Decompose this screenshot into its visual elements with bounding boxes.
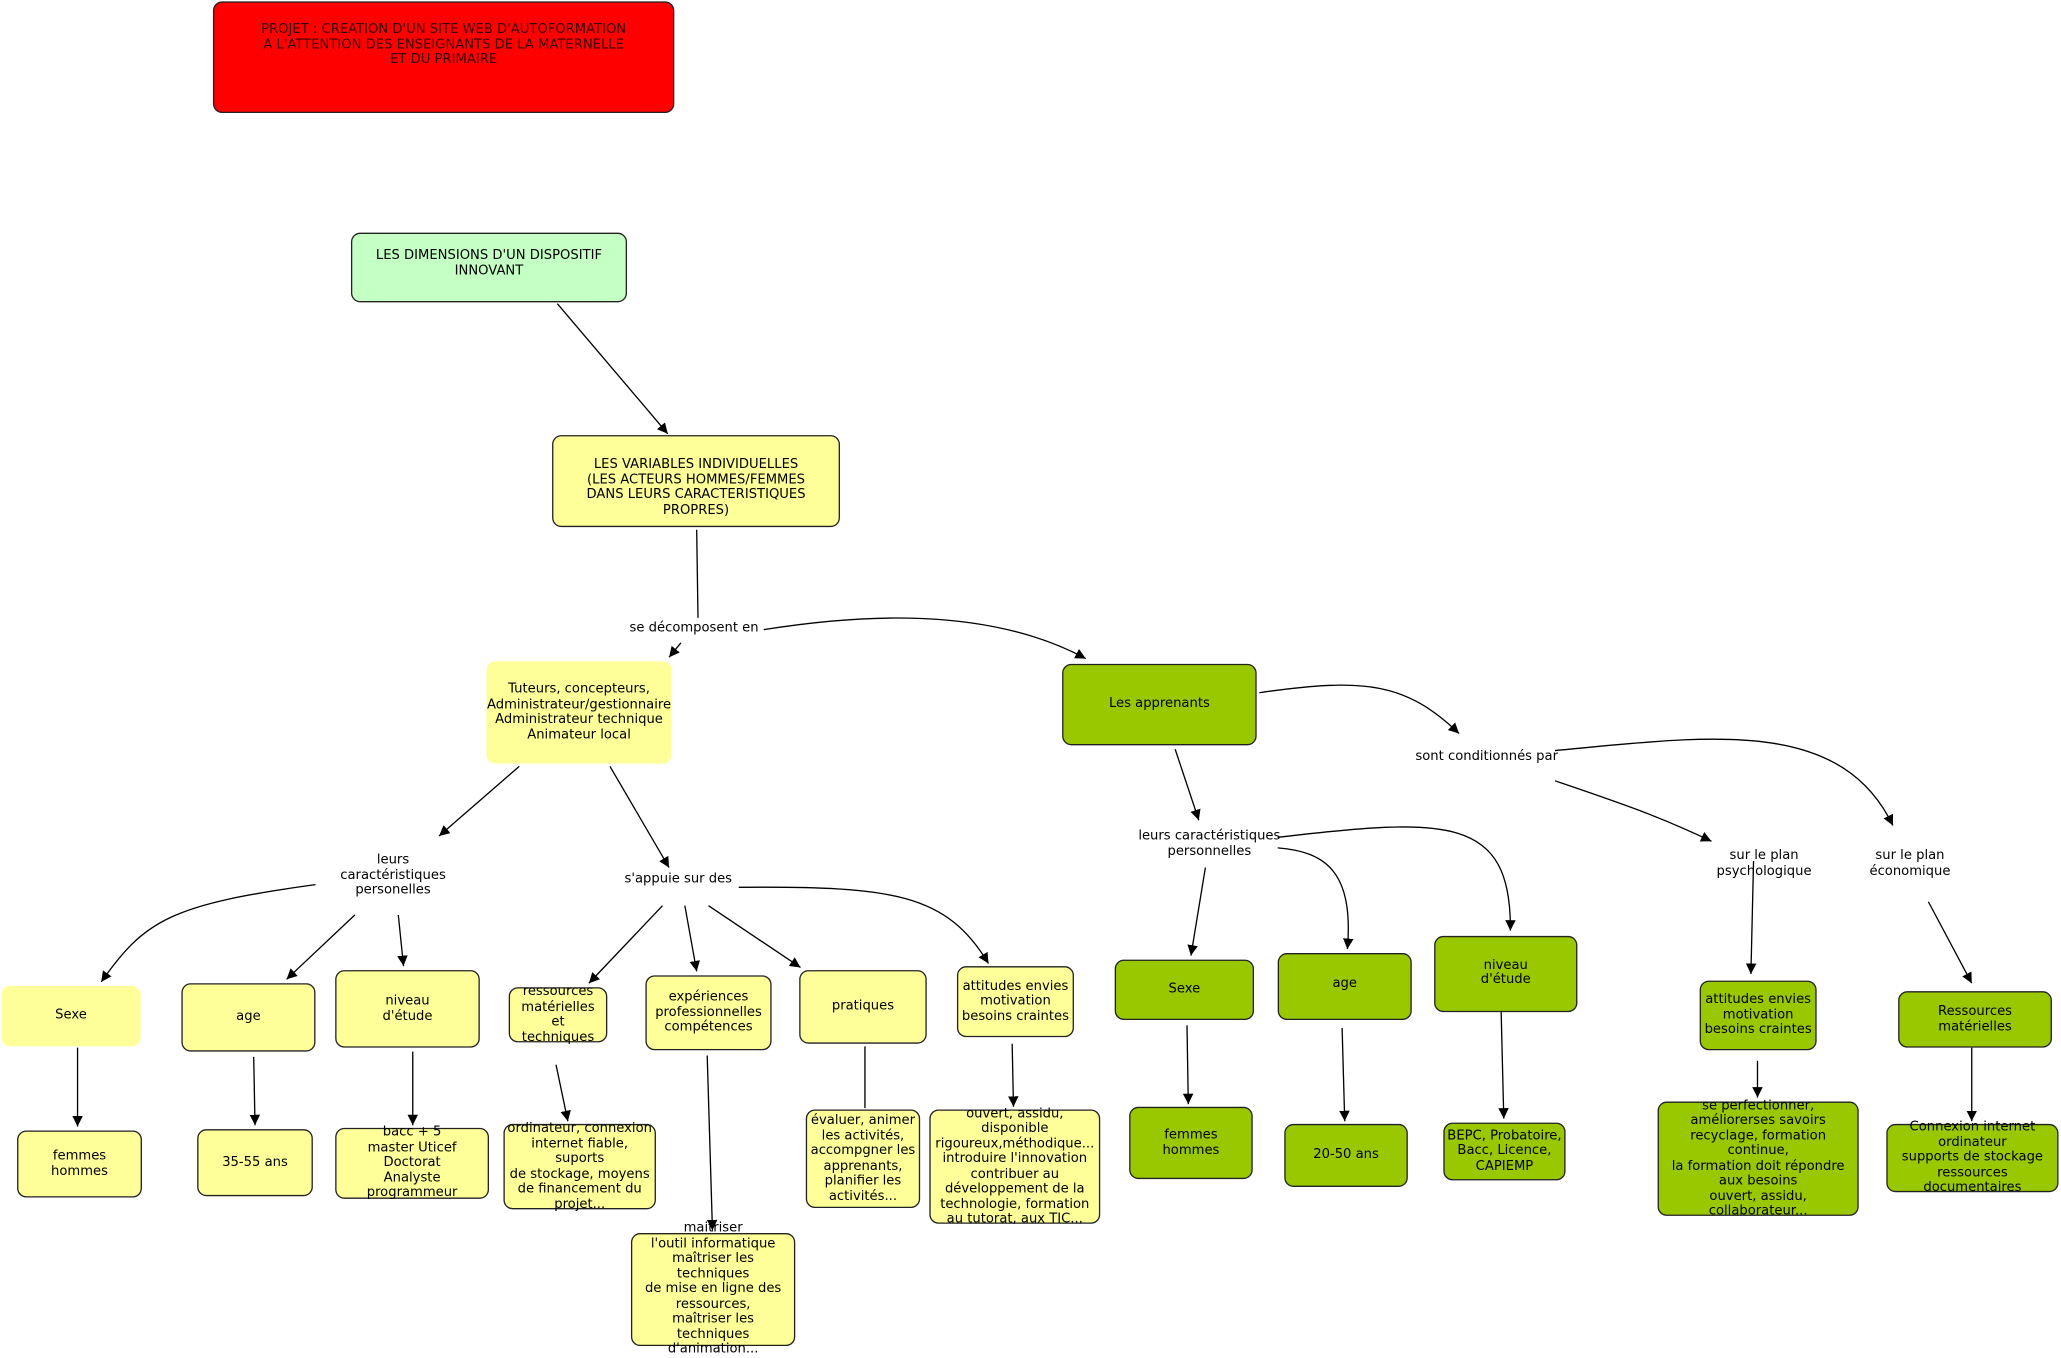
edge bbox=[1498, 1012, 1509, 1119]
edge bbox=[1554, 780, 1712, 842]
link-label-appuie[interactable]: s'appuie sur des bbox=[624, 871, 733, 887]
tuteurs-experiences-node[interactable]: expériences professionnelles compétences bbox=[645, 975, 772, 1051]
edge bbox=[1277, 826, 1516, 931]
link-label-psychologique[interactable]: sur le plan psychologique bbox=[1716, 848, 1812, 879]
apprenants-connexion-node[interactable]: Connexion internet ordinateur supports d… bbox=[1886, 1120, 2059, 1195]
edge bbox=[708, 905, 801, 969]
apprenants-femmes-node[interactable]: femmes hommes bbox=[1129, 1106, 1253, 1180]
edge bbox=[555, 1064, 571, 1122]
apprenants-ressources-node[interactable]: Ressources matérielles bbox=[1898, 991, 2052, 1048]
tuteurs-bacc-node[interactable]: bacc + 5 master Uticef Doctorat Analyste… bbox=[335, 1126, 489, 1200]
link-label-economique[interactable]: sur le plan économique bbox=[1869, 848, 1951, 879]
edge bbox=[588, 905, 663, 984]
tuteurs-ouvert-node[interactable]: ouvert, assidu, disponible rigoureux,mét… bbox=[929, 1106, 1101, 1226]
edge bbox=[100, 884, 316, 983]
edge bbox=[1277, 847, 1354, 950]
edge bbox=[1339, 1027, 1350, 1122]
edge bbox=[1745, 860, 1757, 975]
edge bbox=[1554, 738, 1894, 826]
apprenants-niveau-node[interactable]: niveau d'étude bbox=[1434, 935, 1578, 1013]
tuteurs-evaluer-node[interactable]: évaluer, animer les activités, accompgne… bbox=[805, 1109, 921, 1209]
edge bbox=[1187, 867, 1207, 956]
link-label-tuteurs-caracteristiques[interactable]: leurs caractéristiques personelles bbox=[340, 852, 446, 898]
apprenants-perfectionner-node[interactable]: se perfectionner, améliorerses savoirs r… bbox=[1657, 1098, 1859, 1219]
edge bbox=[556, 303, 669, 435]
edge bbox=[1008, 1043, 1019, 1107]
edge bbox=[249, 1056, 261, 1126]
dimensions-node[interactable]: LES DIMENSIONS D'UN DISPOSITIF INNOVANT bbox=[350, 232, 628, 303]
edge bbox=[738, 886, 990, 964]
apprenants-sexe-node[interactable]: Sexe bbox=[1114, 959, 1255, 1021]
apprenants-age-node[interactable]: age bbox=[1277, 953, 1412, 1021]
project-title-node[interactable]: PROJET : CREATION D'UN SITE WEB D'AUTOFO… bbox=[212, 1, 675, 114]
link-label-conditionnes[interactable]: sont conditionnés par bbox=[1415, 749, 1558, 765]
tuteurs-ordinateur-node[interactable]: ordinateur, connexion internet fiable, s… bbox=[503, 1121, 656, 1211]
edge bbox=[1927, 901, 1973, 984]
tuteurs-femmes-node[interactable]: femmes hommes bbox=[17, 1130, 142, 1198]
tuteurs-sexe-node[interactable]: Sexe bbox=[1, 985, 141, 1047]
tuteurs-maitriser-node[interactable]: maitriser l'outil informatique maîtriser… bbox=[630, 1221, 796, 1357]
edge bbox=[1259, 684, 1460, 734]
edge bbox=[763, 617, 1087, 660]
tuteurs-age-node[interactable]: age bbox=[181, 983, 316, 1052]
edge bbox=[1174, 749, 1201, 821]
edge bbox=[438, 765, 520, 837]
tuteurs-ages-node[interactable]: 35-55 ans bbox=[197, 1129, 313, 1197]
apprenants-node[interactable]: Les apprenants bbox=[1062, 663, 1257, 746]
edge bbox=[609, 766, 670, 868]
apprenants-ages-node[interactable]: 20-50 ans bbox=[1284, 1123, 1408, 1187]
tuteurs-pratiques-node[interactable]: pratiques bbox=[799, 970, 927, 1044]
edge bbox=[706, 1055, 718, 1231]
tuteurs-attitudes-node[interactable]: attitudes envies motivation besoins crai… bbox=[956, 966, 1074, 1038]
apprenants-bepc-node[interactable]: BEPC, Probatoire, Bacc, Licence, CAPIEMP bbox=[1443, 1122, 1566, 1181]
variables-node[interactable]: LES VARIABLES INDIVIDUELLES (LES ACTEURS… bbox=[552, 435, 840, 528]
apprenants-attitudes-node[interactable]: attitudes envies motivation besoins crai… bbox=[1699, 980, 1817, 1051]
edge bbox=[684, 905, 700, 972]
tuteurs-node[interactable]: Tuteurs, concepteurs, Administrateur/ges… bbox=[486, 661, 672, 764]
tuteurs-niveau-node[interactable]: niveau d'étude bbox=[335, 970, 480, 1048]
edge bbox=[1182, 1025, 1194, 1105]
edge bbox=[397, 914, 408, 967]
edge bbox=[696, 529, 699, 618]
edge bbox=[286, 914, 356, 980]
edge bbox=[668, 642, 682, 658]
tuteurs-ressources-node[interactable]: ressources matérielles et techniques bbox=[508, 985, 608, 1044]
link-label-apprenants-caracteristiques[interactable]: leurs caractéristiques personnelles bbox=[1138, 828, 1281, 859]
link-label-decomposent[interactable]: se décomposent en bbox=[629, 620, 759, 636]
